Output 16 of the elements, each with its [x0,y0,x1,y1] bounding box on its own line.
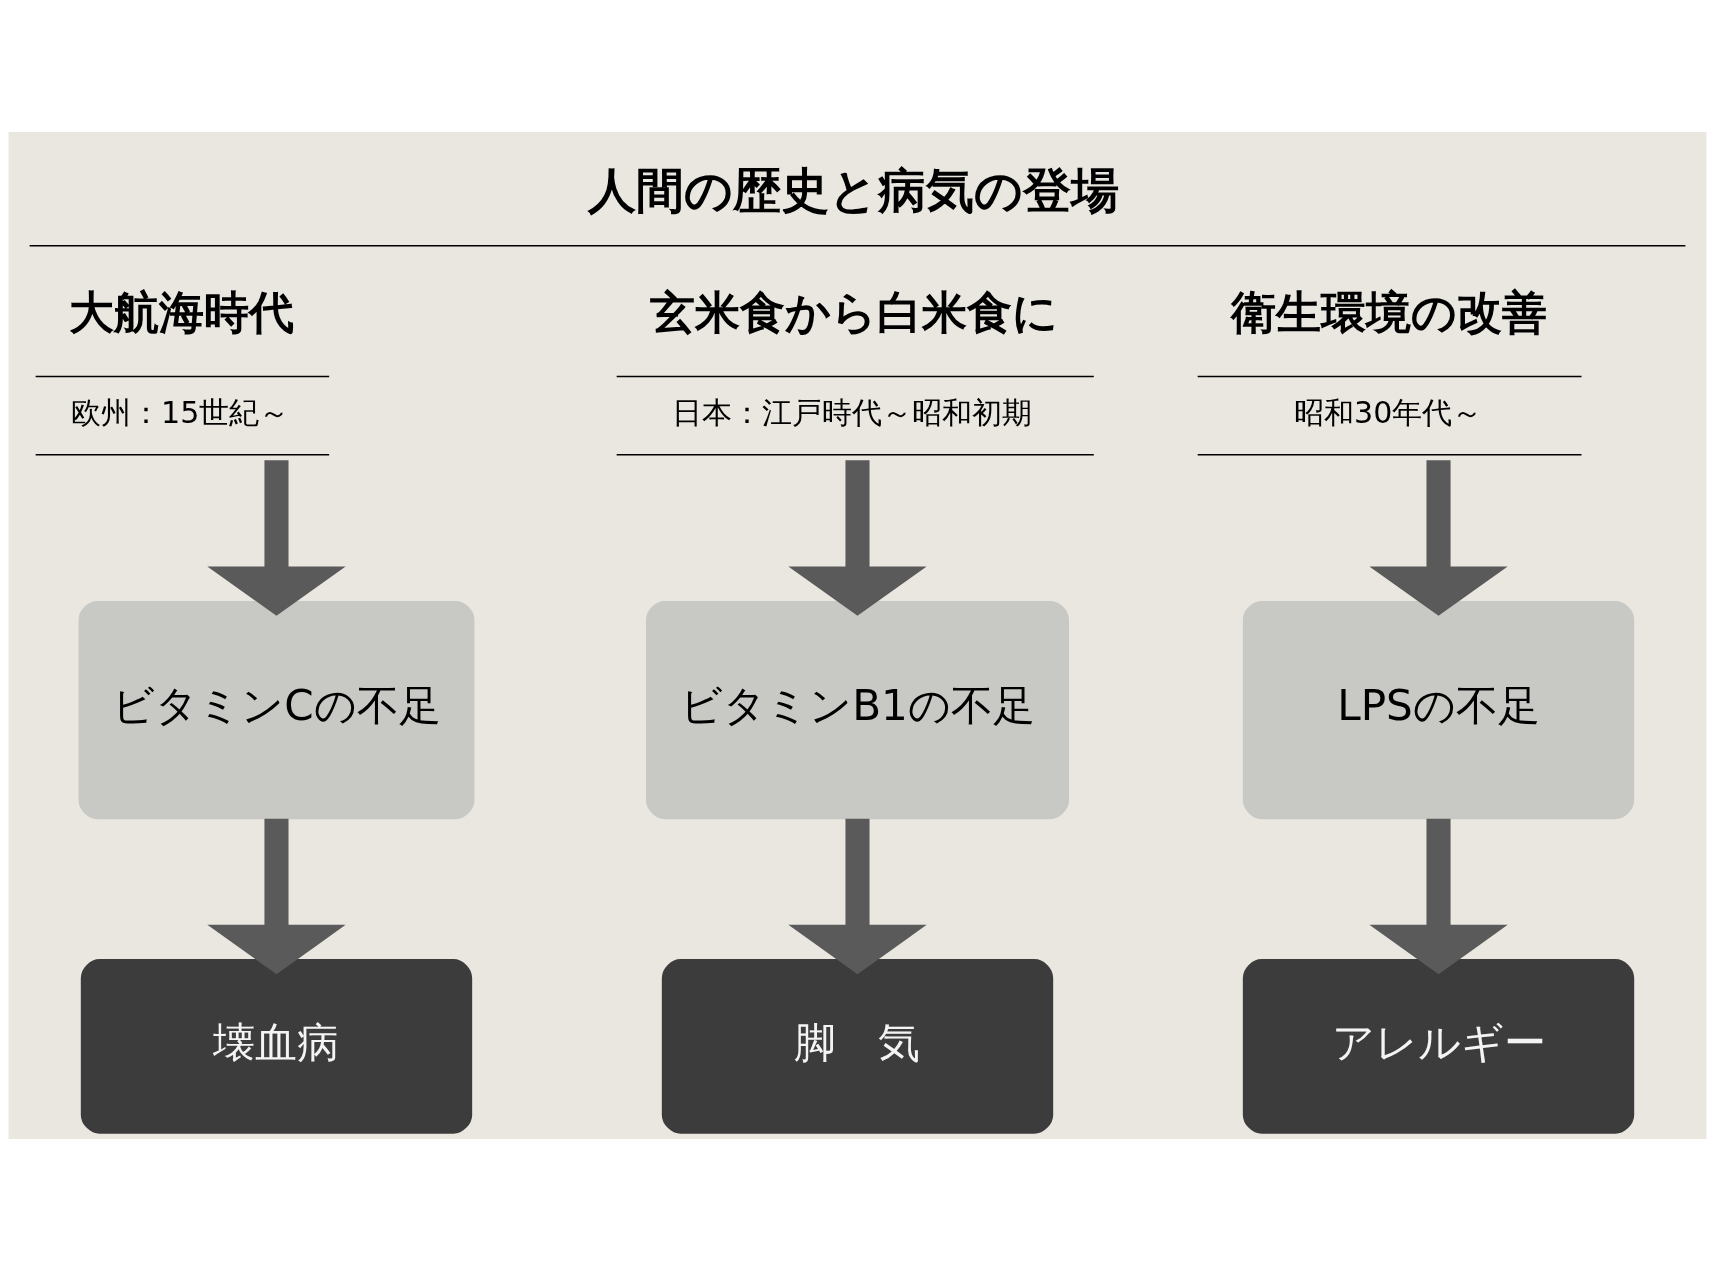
arrow [788,818,927,975]
node-box: ビタミンB1の不足 [646,600,1069,820]
node-text: 大航海時代 欧州：15世紀～ [68,286,294,431]
node-box: アレルギー [1242,959,1635,1134]
node-text: 玄米食から白米食に 日本：江戸時代～昭和初期 [649,286,1058,431]
node-box: 脚 気 [661,959,1054,1134]
node-text: 衛生環境の改善 昭和30年代～ [1230,286,1547,431]
arrow [1369,460,1508,616]
node-box: ビタミンCの不足 [78,600,475,820]
diagram-title: 人間の歴史と病気の登場 [588,162,1120,219]
arrow [788,460,927,616]
node-box: LPSの不足 [1242,600,1635,820]
arrow [207,818,346,975]
arrow [207,460,346,616]
node-box: 壊血病 [80,959,473,1134]
arrow [1369,818,1508,975]
